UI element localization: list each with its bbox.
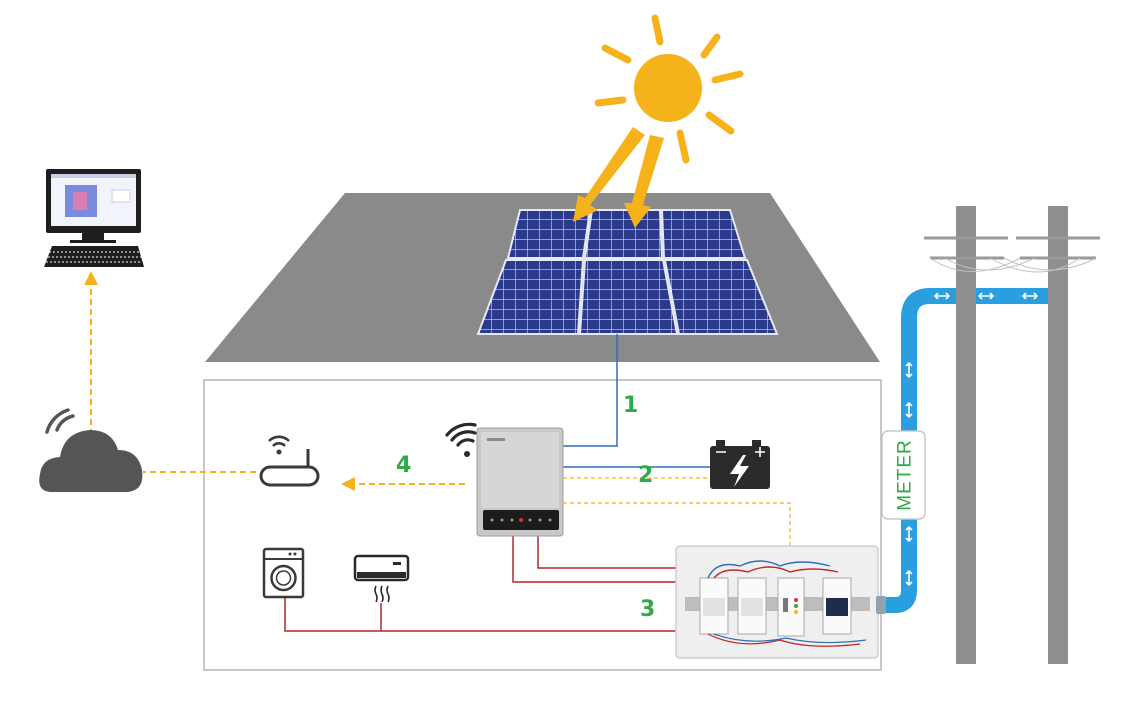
battery-line	[563, 466, 712, 479]
connection-label-3: 3	[640, 597, 655, 622]
meter-icon	[881, 430, 926, 520]
connection-label-4: 4	[396, 453, 411, 478]
computer-icon	[44, 169, 144, 267]
solar-panel-icon	[476, 209, 779, 335]
air-conditioner-icon	[353, 554, 410, 603]
washing-machine-icon	[262, 547, 305, 599]
inverter-icon	[476, 427, 564, 537]
sun-icon	[573, 14, 744, 228]
connection-label-1: 1	[623, 393, 638, 418]
cloud-icon	[39, 408, 143, 492]
ac-line-loads	[284, 598, 676, 632]
wifi-icon	[445, 422, 477, 457]
meter-label: METER	[895, 439, 916, 511]
battery-icon	[710, 440, 770, 489]
distribution-box-icon	[675, 545, 879, 659]
comm-line-inverter-meter	[563, 502, 791, 580]
connection-label-2: 2	[638, 463, 653, 488]
dc-line-panel-inverter	[563, 334, 618, 447]
utility-pole-icon	[924, 206, 1100, 664]
ac-line-inverter-box	[512, 536, 676, 583]
router-icon	[259, 435, 320, 487]
